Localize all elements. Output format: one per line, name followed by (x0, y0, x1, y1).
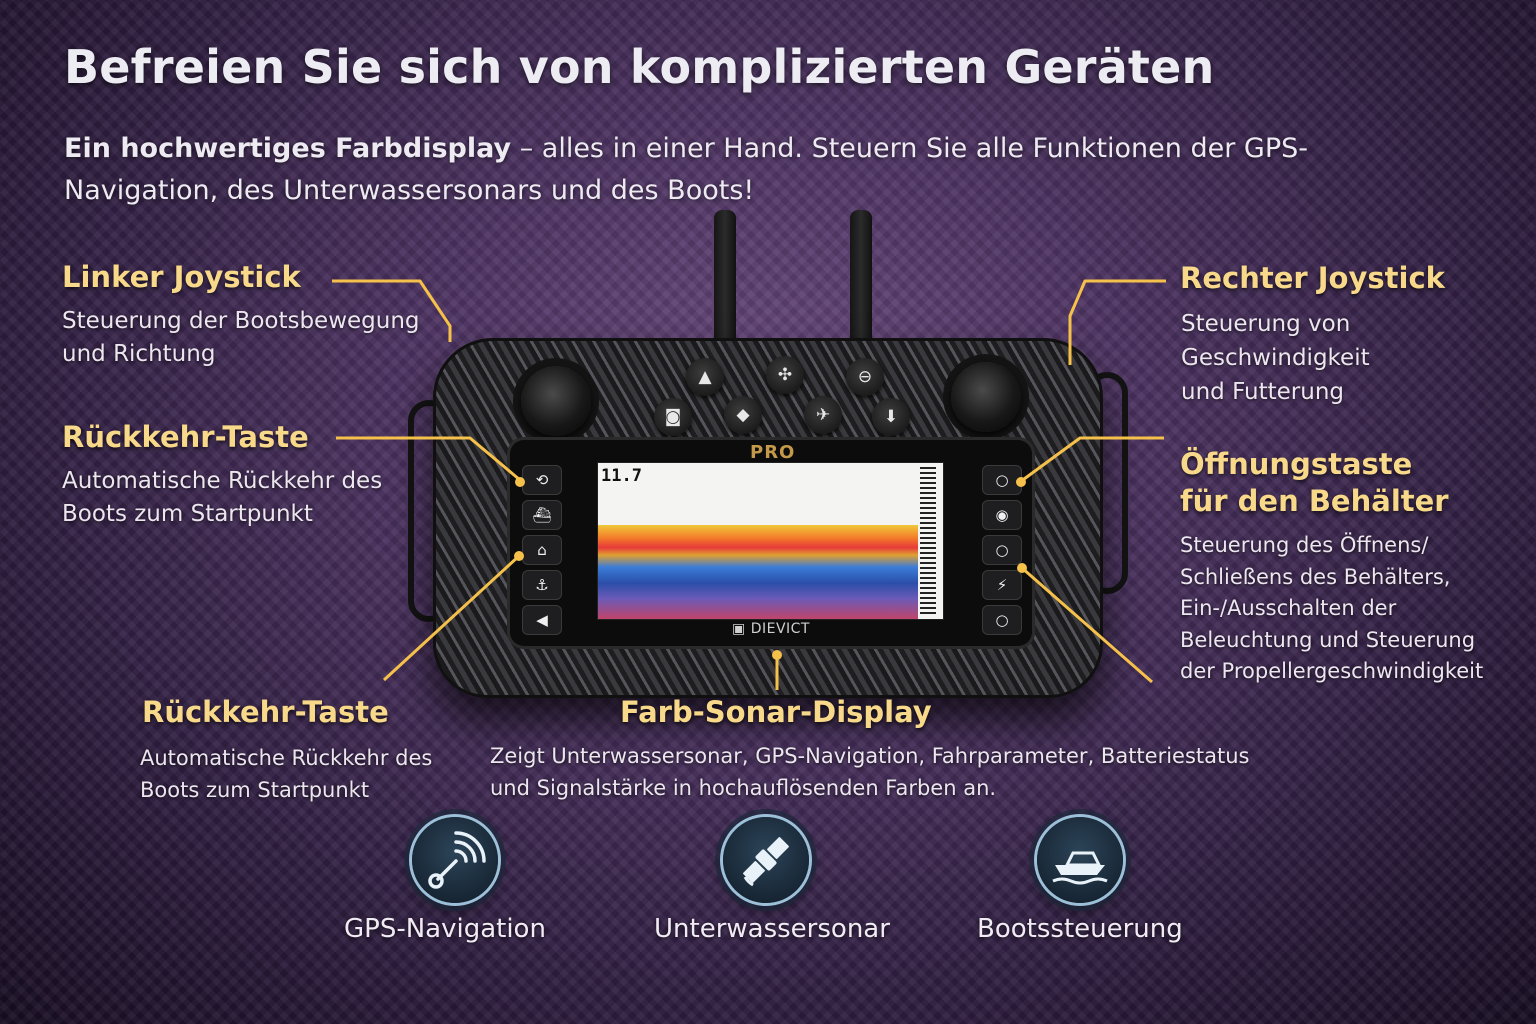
circle-button[interactable]: ⊖ (846, 358, 884, 396)
container-key-desc: Steuerung des Öffnens/ Schließens des Be… (1180, 533, 1484, 683)
side-left-button-5[interactable]: ◀ (522, 605, 562, 635)
callout-dot-propeller (1017, 563, 1027, 573)
sonar-screen: 11.7 (597, 462, 944, 620)
right-joystick[interactable] (951, 362, 1021, 432)
sonar-display-desc: Zeigt Unterwassersonar, GPS-Navigation, … (490, 744, 1250, 800)
satellite-glyph (743, 837, 789, 887)
side-left-button-2[interactable]: ⛴ (522, 500, 562, 530)
return-key-1-desc: Automatische Rückkehr des Boots zum Star… (62, 468, 383, 527)
callout-dot-return-1 (515, 477, 525, 487)
direction-button[interactable]: ◆ (724, 396, 762, 434)
depth-value: 11.7 (601, 466, 642, 486)
underwater-sonar-label: Unterwassersonar (654, 914, 890, 944)
return-key-2-title: Rückkehr-Taste (142, 695, 389, 729)
side-right-button-3[interactable]: ○ (982, 535, 1022, 565)
right-joystick-desc: Steuerung von Geschwindigkeit und Futter… (1181, 307, 1370, 409)
satellite-icon (723, 817, 809, 903)
depth-reading: 11.7 (601, 466, 642, 486)
brand-label: ▣ DIEVICT (732, 621, 810, 637)
callout-container-key (1019, 436, 1164, 484)
gps-navigation-label: GPS-Navigation (344, 914, 546, 944)
gps-navigation-icon (412, 817, 498, 903)
sonar-image (598, 525, 918, 619)
antenna-left (714, 210, 736, 350)
side-right-button-2[interactable]: ◉ (982, 500, 1022, 530)
antenna-right (850, 210, 872, 350)
right-joystick-title: Rechter Joystick (1180, 261, 1445, 295)
plane-button[interactable]: ✈ (804, 396, 842, 434)
right-joystick-desc-line-3: und Futterung (1181, 379, 1345, 405)
callout-right-joystick (1068, 279, 1166, 365)
subtitle-text: – alles in einer Hand. Steuern Sie alle … (64, 133, 1308, 206)
right-joystick-desc-line-1: Steuerung von (1181, 311, 1351, 337)
page-subtitle: Ein hochwertiges Farbdisplay – alles in … (64, 128, 1424, 212)
container-key-title-line-2: für den Behälter (1180, 484, 1449, 518)
return-key-1-title: Rückkehr-Taste (62, 420, 309, 454)
return-key-2-desc: Automatische Rückkehr des Boots zum Star… (140, 746, 433, 802)
side-left-button-3[interactable]: ⌂ (522, 535, 562, 565)
page-title: Befreien Sie sich von komplizierten Gerä… (64, 40, 1215, 94)
brand-text: DIEVICT (750, 621, 810, 637)
callout-dot-sonar (772, 650, 782, 660)
camera-button[interactable]: ◙ (654, 398, 692, 436)
boat-icon (1037, 817, 1123, 903)
side-left-button-4[interactable]: ⚓ (522, 570, 562, 600)
callout-return-key-2 (382, 553, 522, 682)
side-right-button-5[interactable]: ○ (982, 605, 1022, 635)
callout-return-key-1 (336, 436, 521, 482)
depth-scale (920, 467, 936, 615)
callout-dot-return-2 (514, 551, 524, 561)
left-joystick-title: Linker Joystick (62, 260, 301, 294)
container-key-title-line-1: Öffnungstaste (1180, 447, 1413, 481)
left-joystick[interactable] (521, 366, 591, 436)
boat-control-label: Bootssteuerung (977, 914, 1183, 944)
triangle-button[interactable]: ▲ (686, 358, 724, 396)
callout-dot-container (1016, 477, 1026, 487)
boat-glyph (1052, 851, 1108, 885)
fan-button[interactable]: ✣ (766, 356, 804, 394)
subtitle-bold: Ein hochwertiges Farbdisplay (64, 133, 512, 164)
right-joystick-desc-line-2: Geschwindigkeit (1181, 345, 1370, 371)
container-key-title: Öffnungstaste für den Behälter (1180, 446, 1449, 520)
drop-button[interactable]: ⬇ (872, 398, 910, 436)
side-right-button-4[interactable]: ⚡ (982, 570, 1022, 600)
callout-left-joystick (332, 279, 452, 342)
sonar-display-title: Farb-Sonar-Display (620, 695, 932, 729)
left-joystick-desc: Steuerung der Bootsbewegung und Richtung (62, 308, 420, 367)
return-home-button[interactable]: ⟲ (522, 465, 562, 495)
callout-propeller (1021, 566, 1153, 684)
gps-navigation-glyph (428, 831, 486, 889)
model-label: PRO (750, 442, 796, 463)
